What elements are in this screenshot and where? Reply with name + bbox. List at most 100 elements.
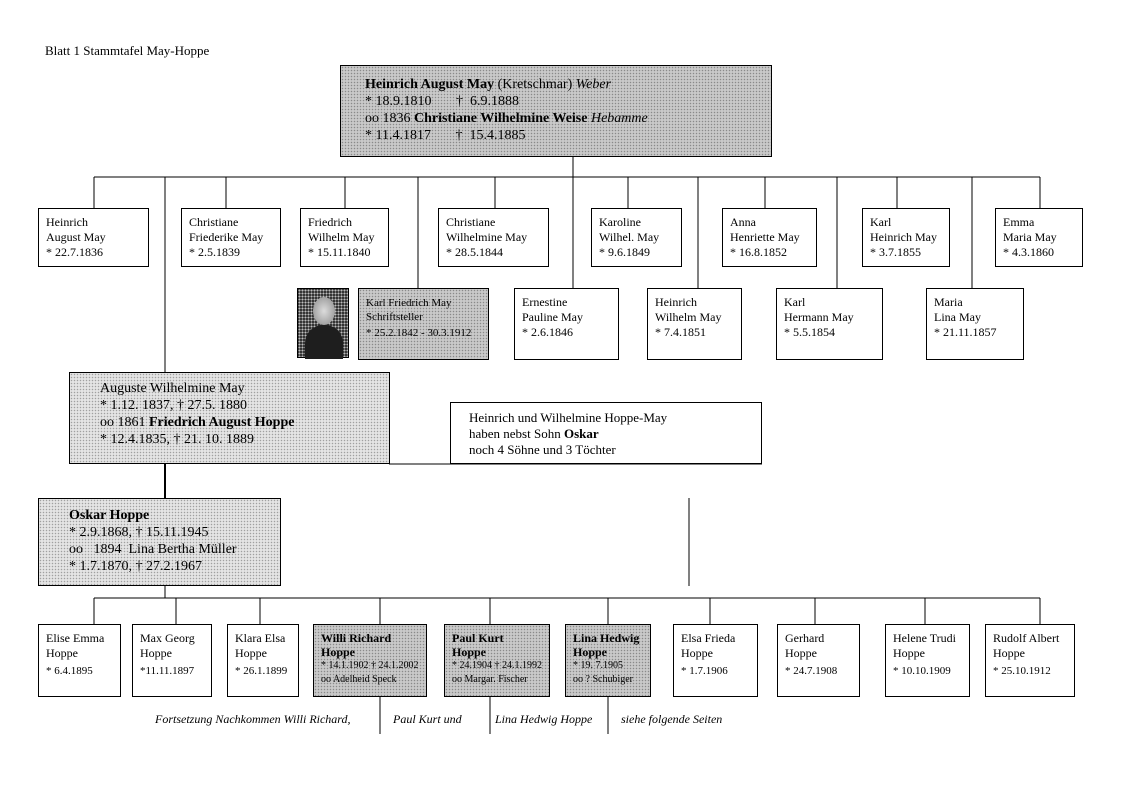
child-box: Maria Lina May * 21.11.1857 [926, 288, 1024, 360]
grandchild-birth: * 6.4.1895 [46, 665, 93, 677]
child-birth: * 7.4.1851 [655, 325, 706, 339]
oskar-dates: * 2.9.1868, † 15.11.1945 [69, 525, 209, 540]
child-box: Emma Maria May * 4.3.1860 [995, 208, 1083, 267]
child-box: Heinrich August May * 22.7.1836 [38, 208, 149, 267]
grandchild-surname: Hoppe [140, 646, 172, 660]
child-birth: * 2.5.1839 [189, 245, 240, 259]
child-name: Friederike May [189, 230, 264, 244]
grandchild-box: Elsa Frieda Hoppe * 1.7.1906 [673, 624, 758, 697]
child-given-name: Emma [1003, 215, 1035, 229]
grandchild-birth: * 26.1.1899 [235, 665, 288, 677]
root-spouse-dates: * 11.4.1817 † 15.4.1885 [365, 128, 526, 143]
grandchild-birth: *11.11.1897 [140, 665, 195, 677]
grandchild-name: Paul Kurt [452, 631, 504, 645]
child-birth: * 16.8.1852 [730, 245, 787, 259]
note-son-name: Oskar [563, 426, 599, 441]
grandchild-box: Rudolf Albert Hoppe * 25.10.1912 [985, 624, 1075, 697]
grandchild-box: Max Georg Hoppe *11.11.1897 [132, 624, 212, 697]
oskar-couple-box: Oskar Hoppe * 2.9.1868, † 15.11.1945 oo … [38, 498, 281, 586]
karl-may-name: Karl Friedrich May [366, 297, 452, 309]
child-name: Henriette May [730, 230, 800, 244]
grandchild-dates: * 19. 7.1905 [573, 660, 623, 671]
child-name: Wilhel. May [599, 230, 660, 244]
root-spouse-occupation: Hebamme [590, 111, 648, 126]
child-name: August May [46, 230, 106, 244]
child-box: Christiane Wilhelmine May * 28.5.1844 [438, 208, 549, 267]
grandchild-name: Elsa Frieda [681, 631, 736, 645]
footer-note-part-1: Fortsetzung Nachkommen Willi Richard, [155, 712, 351, 726]
karl-may-dates: * 25.2.1842 - 30.3.1912 [366, 327, 472, 339]
grandchild-surname: Hoppe [321, 645, 356, 659]
child-given-name: Heinrich [655, 295, 697, 309]
oskar-spouse-dates: * 1.7.1870, † 27.2.1967 [69, 559, 202, 574]
grandchild-dates: * 24.1904 † 24.1.1992 [452, 660, 542, 671]
grandchild-surname: Hoppe [452, 645, 487, 659]
grandchild-box: Helene Trudi Hoppe * 10.10.1909 [885, 624, 970, 697]
child-given-name: Ernestine [522, 295, 568, 309]
grandchild-name: Gerhard [785, 631, 825, 645]
note-line-2: haben nebst Sohn [469, 426, 561, 441]
child-box: Karl Heinrich May * 3.7.1855 [862, 208, 950, 267]
grandchild-birth: * 24.7.1908 [785, 665, 838, 677]
root-name: Heinrich August May [365, 77, 495, 92]
footer-note-part-4: siehe folgende Seiten [621, 712, 723, 726]
child-box: Karoline Wilhel. May * 9.6.1849 [591, 208, 682, 267]
child-birth: * 2.6.1846 [522, 325, 573, 339]
auguste-spouse-name: Friedrich August Hoppe [149, 415, 295, 430]
root-spouse-name: Christiane Wilhelmine Weise [414, 111, 588, 126]
child-box: Anna Henriette May * 16.8.1852 [722, 208, 817, 267]
child-name: Wilhelm May [655, 310, 722, 324]
child-box: Karl Hermann May * 5.5.1854 [776, 288, 883, 360]
grandchild-spouse: oo Margar. Fischer [452, 674, 528, 685]
portrait-image [297, 288, 349, 359]
oskar-marriage: oo 1894 Lina Bertha Müller [69, 542, 237, 557]
child-name: Lina May [934, 310, 981, 324]
grandchild-name: Lina Hedwig [573, 631, 640, 645]
footer-note-part-3: Lina Hedwig Hoppe [495, 712, 593, 726]
grandchild-spouse: oo ? Schubiger [573, 674, 633, 685]
auguste-marriage-prefix: oo 1861 [100, 415, 146, 430]
child-box: Friedrich Wilhelm May * 15.11.1840 [300, 208, 389, 267]
auguste-dates: * 1.12. 1837, † 27.5. 1880 [100, 398, 247, 413]
child-given-name: Heinrich [46, 215, 88, 229]
grandchild-birth: * 25.10.1912 [993, 665, 1051, 677]
grandchild-surname: Hoppe [993, 646, 1025, 660]
child-given-name: Maria [934, 295, 963, 309]
child-name: Hermann May [784, 310, 854, 324]
child-name: Wilhelmine May [446, 230, 528, 244]
grandchild-birth: * 10.10.1909 [893, 665, 951, 677]
child-box: Christiane Friederike May * 2.5.1839 [181, 208, 281, 267]
child-birth: * 15.11.1840 [308, 245, 371, 259]
child-birth: * 9.6.1849 [599, 245, 650, 259]
auguste-name: Auguste Wilhelmine May [100, 381, 245, 396]
child-given-name: Karoline [599, 215, 641, 229]
grandchild-dates: * 14.1.1902 † 24.1.2002 [321, 660, 419, 671]
child-birth: * 4.3.1860 [1003, 245, 1054, 259]
root-dates: * 18.9.1810 † 6.9.1888 [365, 94, 519, 109]
child-name: Pauline May [522, 310, 583, 324]
grandchild-surname: Hoppe [785, 646, 817, 660]
note-line-1: Heinrich und Wilhelmine Hoppe-May [469, 410, 668, 425]
grandchild-surname: Hoppe [573, 645, 608, 659]
grandchild-name: Klara Elsa [235, 631, 286, 645]
siblings-note-box: Heinrich und Wilhelmine Hoppe-May haben … [450, 402, 762, 464]
grandchild-box: Klara Elsa Hoppe * 26.1.1899 [227, 624, 299, 697]
auguste-couple-box: Auguste Wilhelmine May * 1.12. 1837, † 2… [69, 372, 390, 464]
karl-may-occupation: Schriftsteller [366, 311, 423, 323]
grandchild-surname: Hoppe [46, 646, 78, 660]
root-occupation-paren: (Kretschmar) [497, 77, 573, 92]
footer-note-part-2: Paul Kurt und [393, 712, 462, 726]
grandchild-box: Gerhard Hoppe * 24.7.1908 [777, 624, 860, 697]
root-occupation: Weber [575, 77, 612, 92]
grandchild-box-willi: Willi Richard Hoppe * 14.1.1902 † 24.1.2… [313, 624, 427, 697]
child-birth: * 28.5.1844 [446, 245, 503, 259]
karl-may-box: Karl Friedrich May Schriftsteller * 25.2… [358, 288, 489, 360]
grandchild-surname: Hoppe [235, 646, 267, 660]
grandchild-box: Elise Emma Hoppe * 6.4.1895 [38, 624, 121, 697]
child-birth: * 5.5.1854 [784, 325, 835, 339]
auguste-spouse-dates: * 12.4.1835, † 21. 10. 1889 [100, 432, 254, 447]
child-given-name: Karl [784, 295, 806, 309]
child-given-name: Christiane [446, 215, 496, 229]
child-name: Heinrich May [870, 230, 937, 244]
